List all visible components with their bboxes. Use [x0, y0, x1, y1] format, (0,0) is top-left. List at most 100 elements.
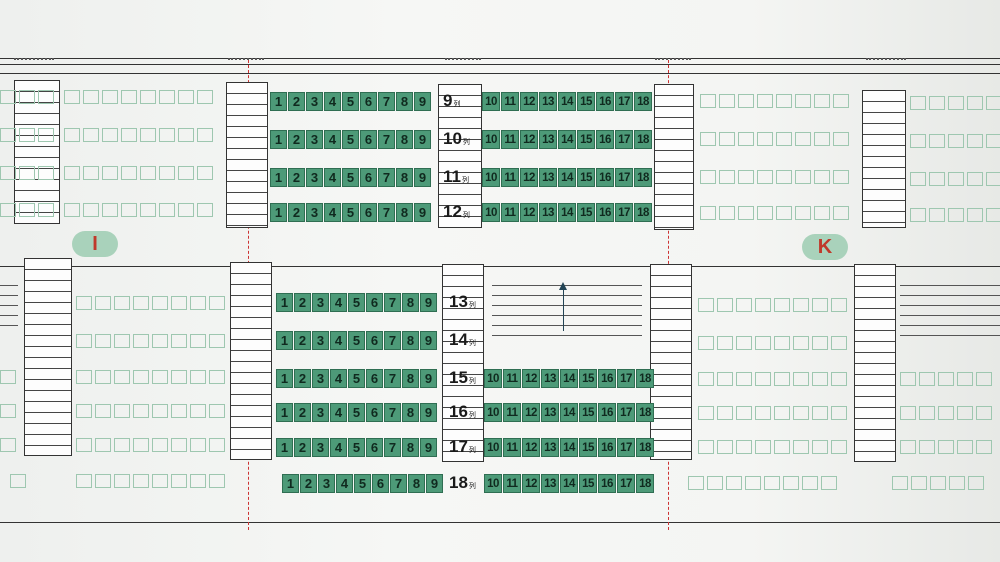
seat[interactable]: 8: [396, 168, 413, 187]
seat[interactable]: 7: [378, 203, 395, 222]
seat[interactable]: 1: [270, 130, 287, 149]
seat[interactable]: 18: [634, 92, 652, 111]
seat[interactable]: 4: [330, 293, 347, 312]
seat[interactable]: 12: [522, 369, 540, 388]
seat[interactable]: 18: [634, 168, 652, 187]
seat[interactable]: 5: [354, 474, 371, 493]
seat[interactable]: 7: [378, 130, 395, 149]
seat[interactable]: 12: [522, 438, 540, 457]
seat[interactable]: 8: [402, 293, 419, 312]
seat[interactable]: 12: [520, 92, 538, 111]
seat[interactable]: 9: [420, 331, 437, 350]
seat[interactable]: 13: [541, 369, 559, 388]
seat[interactable]: 8: [402, 369, 419, 388]
seat[interactable]: 9: [414, 168, 431, 187]
seat[interactable]: 14: [560, 474, 578, 493]
seat[interactable]: 10: [482, 130, 500, 149]
seat[interactable]: 3: [312, 403, 329, 422]
seat[interactable]: 5: [348, 331, 365, 350]
seat[interactable]: 10: [484, 474, 502, 493]
seat[interactable]: 11: [501, 130, 519, 149]
seat[interactable]: 14: [558, 203, 576, 222]
seat[interactable]: 5: [342, 168, 359, 187]
seat[interactable]: 7: [384, 369, 401, 388]
seat[interactable]: 16: [598, 369, 616, 388]
seat[interactable]: 15: [579, 474, 597, 493]
seat[interactable]: 2: [294, 293, 311, 312]
seat[interactable]: 3: [306, 168, 323, 187]
seat[interactable]: 9: [414, 203, 431, 222]
seat[interactable]: 3: [306, 92, 323, 111]
seat[interactable]: 16: [598, 474, 616, 493]
seat[interactable]: 17: [617, 403, 635, 422]
seat[interactable]: 17: [617, 438, 635, 457]
seat[interactable]: 18: [636, 403, 654, 422]
seat[interactable]: 12: [520, 168, 538, 187]
seat[interactable]: 4: [324, 168, 341, 187]
seat[interactable]: 6: [366, 438, 383, 457]
seat[interactable]: 5: [342, 92, 359, 111]
seat[interactable]: 8: [402, 403, 419, 422]
seat[interactable]: 13: [539, 168, 557, 187]
seat[interactable]: 12: [520, 130, 538, 149]
seat[interactable]: 3: [312, 438, 329, 457]
seat[interactable]: 1: [276, 403, 293, 422]
seat[interactable]: 6: [366, 331, 383, 350]
seat[interactable]: 2: [288, 130, 305, 149]
seat[interactable]: 7: [384, 293, 401, 312]
seat[interactable]: 14: [558, 168, 576, 187]
seat[interactable]: 5: [348, 293, 365, 312]
seat[interactable]: 5: [348, 403, 365, 422]
seat[interactable]: 2: [288, 203, 305, 222]
seat[interactable]: 9: [420, 403, 437, 422]
seat[interactable]: 6: [360, 203, 377, 222]
seat[interactable]: 13: [541, 474, 559, 493]
seat[interactable]: 14: [558, 130, 576, 149]
seat[interactable]: 15: [579, 403, 597, 422]
seat[interactable]: 2: [294, 331, 311, 350]
seat[interactable]: 16: [596, 92, 614, 111]
seat[interactable]: 3: [306, 203, 323, 222]
seat[interactable]: 4: [324, 130, 341, 149]
seat[interactable]: 11: [501, 168, 519, 187]
seat[interactable]: 18: [634, 130, 652, 149]
seat[interactable]: 16: [596, 130, 614, 149]
seat[interactable]: 7: [390, 474, 407, 493]
seat[interactable]: 6: [366, 403, 383, 422]
seat[interactable]: 7: [378, 92, 395, 111]
seat[interactable]: 5: [342, 130, 359, 149]
seat[interactable]: 17: [615, 203, 633, 222]
seat[interactable]: 15: [577, 92, 595, 111]
seat[interactable]: 8: [408, 474, 425, 493]
seat[interactable]: 12: [522, 403, 540, 422]
seat[interactable]: 3: [312, 331, 329, 350]
seat[interactable]: 1: [270, 203, 287, 222]
seat[interactable]: 10: [482, 203, 500, 222]
seat[interactable]: 7: [384, 438, 401, 457]
seat[interactable]: 8: [396, 130, 413, 149]
seat[interactable]: 18: [636, 474, 654, 493]
seat[interactable]: 2: [300, 474, 317, 493]
seat[interactable]: 6: [372, 474, 389, 493]
seat[interactable]: 2: [294, 403, 311, 422]
seat[interactable]: 1: [276, 331, 293, 350]
seat[interactable]: 5: [348, 438, 365, 457]
seat[interactable]: 5: [348, 369, 365, 388]
seat[interactable]: 18: [636, 438, 654, 457]
seat[interactable]: 15: [579, 369, 597, 388]
seat[interactable]: 14: [560, 369, 578, 388]
seat[interactable]: 16: [596, 168, 614, 187]
seat[interactable]: 10: [484, 438, 502, 457]
seat[interactable]: 9: [414, 130, 431, 149]
seat[interactable]: 2: [288, 168, 305, 187]
seat[interactable]: 17: [615, 92, 633, 111]
seat[interactable]: 12: [522, 474, 540, 493]
seat[interactable]: 17: [615, 168, 633, 187]
seat[interactable]: 13: [541, 438, 559, 457]
seat[interactable]: 8: [396, 92, 413, 111]
seat[interactable]: 7: [384, 331, 401, 350]
seat[interactable]: 11: [501, 203, 519, 222]
seat[interactable]: 14: [560, 438, 578, 457]
seat[interactable]: 11: [501, 92, 519, 111]
seat[interactable]: 6: [366, 293, 383, 312]
